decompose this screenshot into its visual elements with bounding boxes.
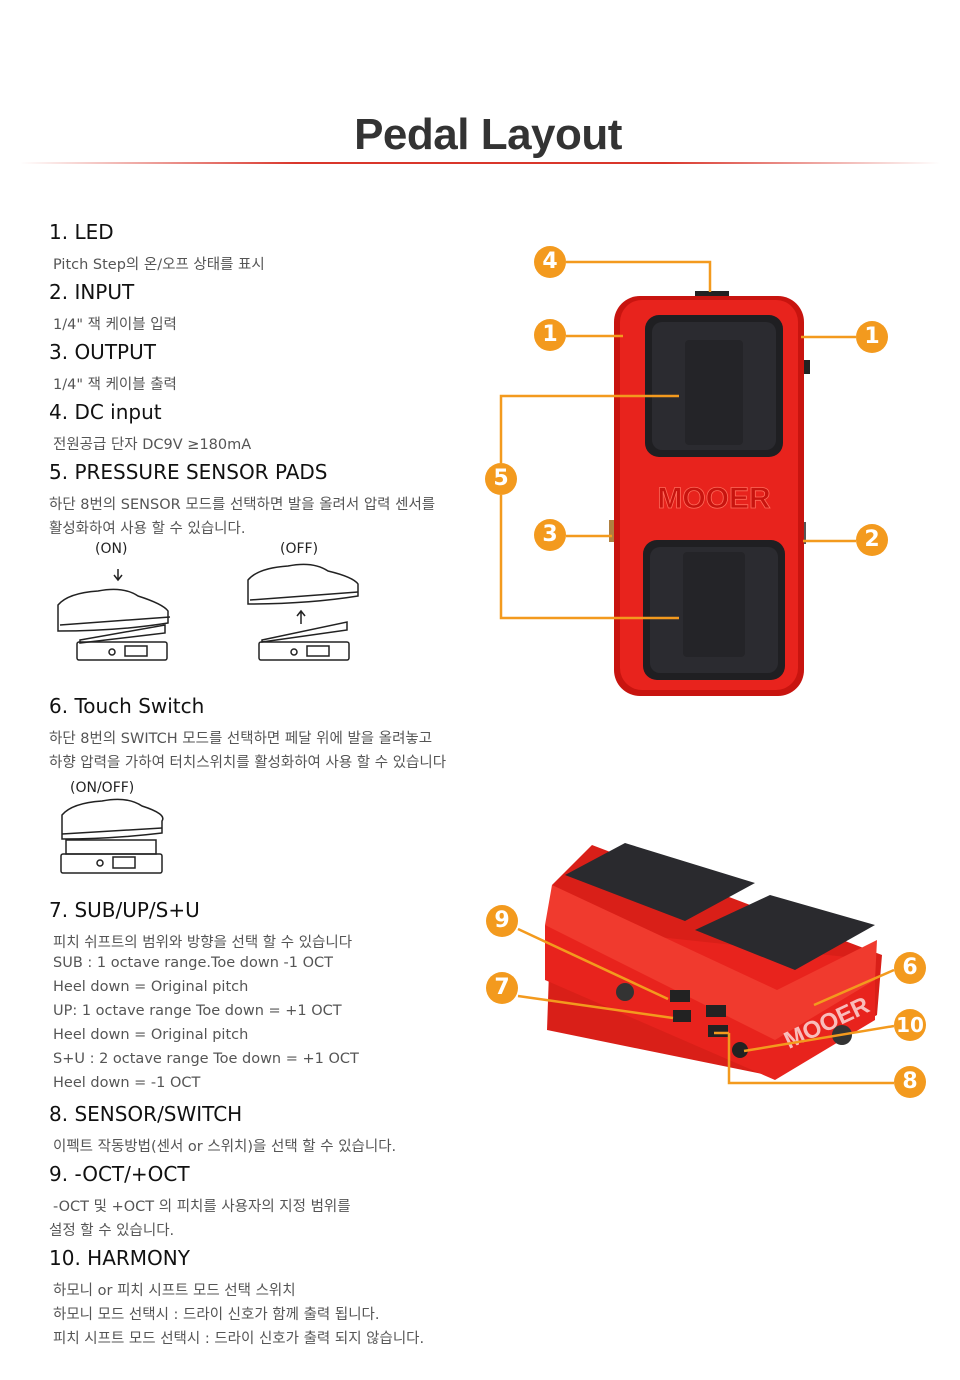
item-heading: 8. SENSOR/SWITCH (49, 1102, 243, 1126)
callout-7: 7 (486, 972, 518, 1004)
item-desc: 하모니 모드 선택시 : 드라이 신호가 함께 출력 됩니다. (53, 1307, 380, 1323)
item-desc: 하모니 or 피치 시프트 모드 선택 스위치 (53, 1283, 296, 1299)
item-heading: 5. PRESSURE SENSOR PADS (49, 460, 328, 484)
shoe-raised-illustration (247, 563, 359, 661)
title-divider (20, 162, 940, 164)
caption-onoff: (ON/OFF) (70, 780, 135, 796)
shoe-touch-illustration (60, 798, 164, 874)
caption-off: (OFF) (280, 541, 319, 557)
callout-5: 5 (485, 463, 517, 495)
callout-lines (499, 260, 895, 1085)
item-desc: UP: 1 octave range Toe down = +1 OCT (53, 1003, 342, 1019)
item-desc: 하단 8번의 SWITCH 모드를 선택하면 페달 위에 발을 올려놓고 (49, 731, 433, 747)
item-desc: 활성화하여 사용 할 수 있습니다. (49, 521, 246, 537)
callout-3: 3 (534, 519, 566, 551)
caption-on: (ON) (95, 541, 128, 557)
item-desc: 1/4" 잭 케이블 출력 (53, 377, 177, 393)
item-desc: 하향 압력을 가하여 터치스위치를 활성화하여 사용 할 수 있습니다 (49, 755, 447, 771)
item-desc: Pitch Step의 온/오프 상태를 표시 (53, 257, 265, 273)
item-heading: 1. LED (49, 220, 114, 244)
item-desc: S+U : 2 octave range Toe down = +1 OCT (53, 1051, 359, 1067)
item-heading: 10. HARMONY (49, 1246, 190, 1270)
callout-6: 6 (894, 952, 926, 984)
item-heading: 7. SUB/UP/S+U (49, 898, 200, 922)
item-desc: 이펙트 작동방법(센서 or 스위치)을 선택 할 수 있습니다. (53, 1139, 397, 1155)
callout-1-left: 1 (534, 319, 566, 351)
callout-2: 2 (856, 524, 888, 556)
callout-4: 4 (534, 246, 566, 278)
brand-logo: MOOER (657, 482, 771, 515)
item-desc: 1/4" 잭 케이블 입력 (53, 317, 177, 333)
shoe-pressed-illustration (57, 569, 171, 661)
item-desc: 피치 시프트 모드 선택시 : 드라이 신호가 출력 되지 않습니다. (53, 1331, 425, 1347)
page-title: Pedal Layout (354, 110, 622, 159)
item-heading: 9. -OCT/+OCT (49, 1162, 190, 1186)
callout-10: 10 (894, 1009, 926, 1041)
item-desc: Heel down = -1 OCT (53, 1075, 201, 1091)
item-desc: 설정 할 수 있습니다. (49, 1223, 175, 1239)
item-desc: 전원공급 단자 DC9V ≥180mA (53, 437, 252, 453)
item-heading: 3. OUTPUT (49, 340, 156, 364)
item-desc: Heel down = Original pitch (53, 1027, 249, 1043)
callout-8: 8 (894, 1066, 926, 1098)
item-desc: -OCT 및 +OCT 의 피치를 사용자의 지정 범위를 (53, 1199, 351, 1215)
pedal-side-view: MOOER (545, 843, 882, 1080)
item-desc: 피치 쉬프트의 범위와 방향을 선택 할 수 있습니다 (53, 935, 353, 951)
pedal-top-view: MOOER (609, 291, 810, 696)
item-heading: 6. Touch Switch (49, 694, 205, 718)
item-heading: 4. DC input (49, 400, 162, 424)
item-heading: 2. INPUT (49, 280, 135, 304)
callout-1-right: 1 (856, 321, 888, 353)
item-desc: SUB : 1 octave range.Toe down -1 OCT (53, 955, 333, 971)
callout-9: 9 (486, 905, 518, 937)
item-desc: 하단 8번의 SENSOR 모드를 선택하면 발을 올려서 압력 센서를 (49, 497, 436, 513)
item-desc: Heel down = Original pitch (53, 979, 249, 995)
